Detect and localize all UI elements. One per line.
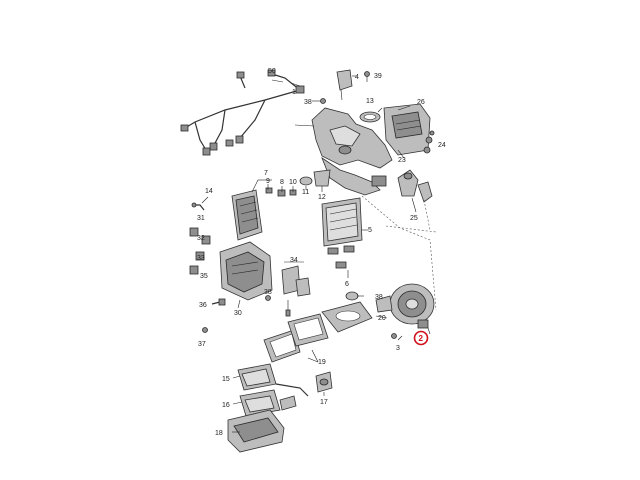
label-24: 24 (438, 142, 446, 149)
clip-part-14[interactable] (191, 202, 205, 211)
label-14: 14 (205, 188, 213, 195)
label-12: 12 (318, 194, 326, 201)
blower-motor-part-2[interactable] (375, 283, 435, 329)
seal-part-13[interactable] (359, 111, 381, 123)
label-38-top: 38 (304, 99, 312, 106)
label-15: 15 (222, 376, 230, 383)
screw-part-38-top[interactable] (320, 98, 326, 104)
part-12[interactable] (313, 169, 331, 187)
label-10: 10 (289, 179, 297, 186)
wiring-harness[interactable] (180, 69, 305, 156)
screw-part-39[interactable] (364, 71, 370, 83)
clips-part-33-35[interactable] (189, 251, 205, 275)
screw-part-38-lower[interactable] (265, 295, 271, 301)
flaps-part-34[interactable] (281, 265, 311, 317)
clips-part-24[interactable] (423, 130, 435, 154)
label-8: 8 (280, 179, 284, 186)
label-9: 9 (266, 178, 270, 185)
part-6[interactable] (345, 291, 359, 301)
label-17: 17 (320, 399, 328, 406)
heater-box-part-26[interactable] (383, 103, 431, 156)
module-part-16[interactable] (239, 389, 297, 417)
seal-part-11[interactable] (299, 176, 313, 186)
actuator-part-4[interactable] (336, 69, 353, 101)
label-7: 7 (264, 170, 268, 177)
screw-part-3[interactable] (391, 333, 397, 339)
label-38-lower: 38 (375, 294, 383, 301)
label-11: 11 (302, 189, 309, 196)
label-26: 26 (417, 99, 425, 106)
label-39: 39 (374, 73, 382, 80)
label-25: 25 (410, 215, 418, 222)
label-23: 23 (398, 157, 406, 164)
distribution-housing-part-30[interactable] (219, 241, 273, 301)
label-31: 31 (197, 215, 205, 222)
label-5: 5 (368, 227, 372, 234)
label-32: 32 (197, 235, 205, 242)
label-6: 6 (345, 281, 349, 288)
label-20: 20 (378, 315, 386, 322)
label-19: 19 (318, 359, 326, 366)
label-13: 13 (366, 98, 374, 105)
intake-ring-part-20[interactable] (321, 301, 373, 333)
clips-part-31-32[interactable] (189, 227, 211, 245)
label-36: 36 (199, 302, 207, 309)
label-2: 2 (419, 334, 424, 343)
ducts-part-25[interactable] (397, 169, 433, 203)
label-3: 3 (396, 345, 400, 352)
label-30: 30 (234, 310, 242, 317)
sensor-part-36[interactable] (211, 298, 226, 306)
part-37[interactable] (202, 327, 208, 333)
upper-housing[interactable] (311, 107, 393, 196)
label-33: 33 (197, 255, 205, 262)
label-50: 50 (268, 68, 276, 75)
label-16: 16 (222, 402, 230, 409)
box-part-18[interactable] (227, 409, 285, 453)
heater-core-part-7[interactable] (231, 189, 263, 241)
label-18: 18 (215, 430, 223, 437)
label-1: 1 (292, 89, 296, 96)
sensor-part-17[interactable] (315, 371, 333, 393)
filter-clips[interactable] (327, 245, 355, 269)
highlight-part-2[interactable]: 2 (413, 330, 429, 346)
label-38-side: 38 (264, 289, 272, 296)
seal-part-19[interactable] (263, 313, 329, 363)
cable-part-15[interactable] (275, 383, 309, 397)
label-4: 4 (355, 74, 359, 81)
filter-part-15[interactable] (237, 363, 277, 391)
label-34: 34 (290, 257, 298, 264)
filter-part-5[interactable] (321, 197, 363, 247)
small-parts-9-8-10[interactable] (265, 187, 297, 197)
label-35: 35 (200, 273, 208, 280)
label-37: 37 (198, 341, 206, 348)
